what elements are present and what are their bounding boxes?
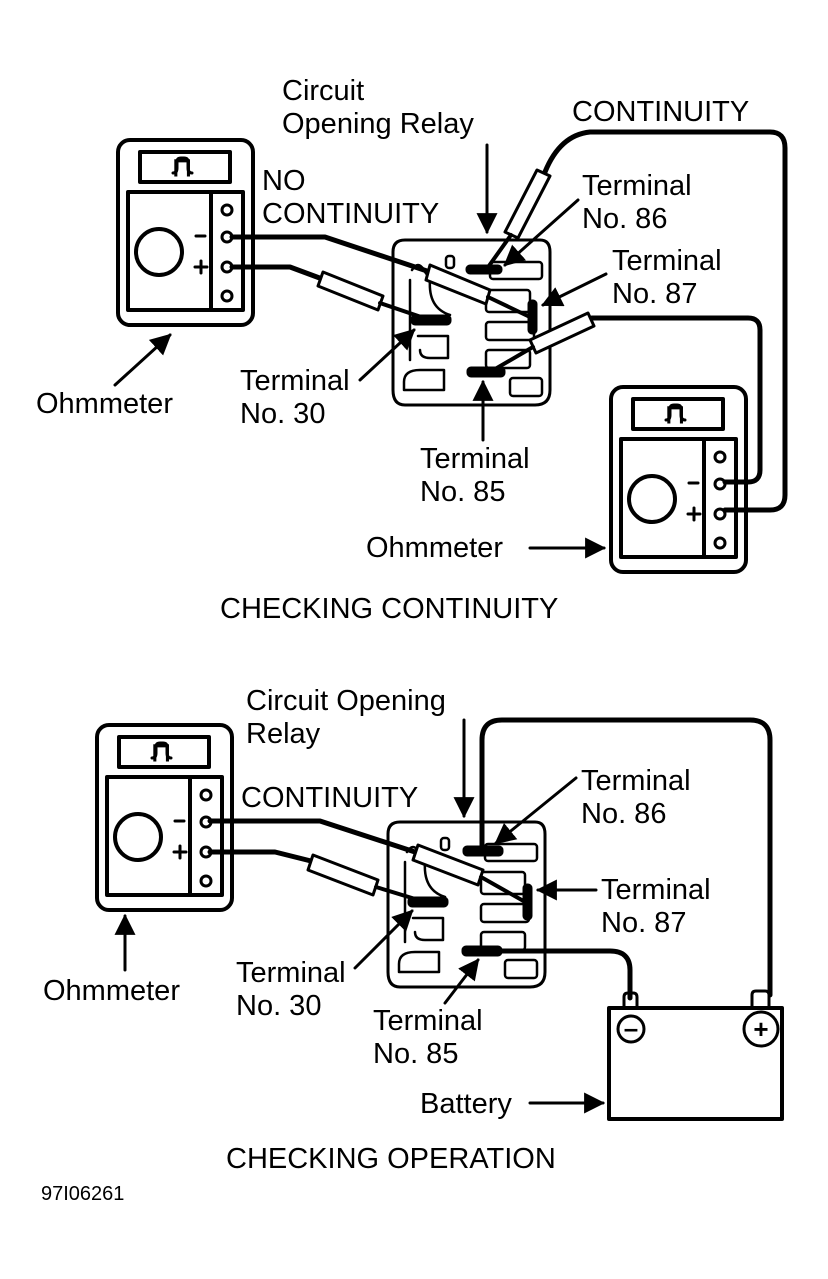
terminal-87-line1: Terminal: [612, 245, 722, 277]
terminal-30-line1: Terminal: [240, 365, 350, 397]
probe-body: [424, 263, 492, 306]
no-continuity-line1: NO: [262, 165, 306, 197]
ohmmeter-right: ⊓: [609, 385, 748, 574]
wire-left-pos: [229, 264, 328, 283]
bottom-panel: ⊓ – + Circuit Opening: [43, 685, 784, 1175]
continuity-label: CONTINUITY: [241, 782, 418, 814]
no-continuity-line2: CONTINUITY: [262, 198, 439, 230]
probe-body: [503, 168, 552, 240]
battery-positive-post: [750, 989, 771, 1010]
battery: – +: [607, 989, 784, 1121]
wire-right-neg: [589, 315, 763, 485]
ohmmeter-left-label: Ohmmeter: [36, 388, 173, 420]
relay-label-line1: Circuit Opening: [246, 685, 446, 717]
relay-label-line2: Relay: [246, 718, 321, 750]
caption-checking-operation: CHECKING OPERATION: [226, 1143, 556, 1175]
battery-positive-terminal: [742, 1010, 780, 1048]
relay-bottom: [386, 820, 547, 989]
top-panel: ⊓ ⊓ Circuit: [36, 75, 788, 625]
battery-negative-symbol: –: [624, 1013, 638, 1043]
terminal-86-line2: No. 86: [581, 798, 666, 830]
relay-top: [391, 238, 552, 407]
probe-body: [411, 843, 485, 887]
relay-label-line1: Circuit: [282, 75, 364, 107]
terminal-87-arrow: [541, 272, 608, 307]
wire-continuity-loop: [542, 129, 788, 513]
terminal-86-arrow: [503, 198, 580, 267]
relay-label-line2: Opening Relay: [282, 108, 474, 140]
battery-label: Battery: [420, 1088, 512, 1120]
caption-checking-continuity: CHECKING CONTINUITY: [220, 593, 558, 625]
probe-tip: [374, 885, 427, 904]
terminal-85-arrow: [443, 958, 480, 1005]
wire-battery-negative: [497, 948, 633, 1001]
terminal-30-line2: No. 30: [236, 990, 321, 1022]
terminal-87-line2: No. 87: [612, 278, 697, 310]
ohmmeter-bottom: ⊓: [95, 723, 234, 912]
terminal-87-line2: No. 87: [601, 907, 686, 939]
probe-tip: [479, 875, 529, 905]
probe-tip: [486, 295, 534, 320]
continuity-label: CONTINUITY: [572, 96, 749, 128]
ohmmeter-left-arrow: [113, 333, 172, 387]
terminal-30-line1: Terminal: [236, 957, 346, 989]
terminal-85-line1: Terminal: [373, 1005, 483, 1037]
battery-negative-post: [622, 991, 639, 1010]
probe-tip: [484, 233, 513, 272]
terminal-30-arrow: [353, 909, 414, 970]
probe-body: [528, 311, 596, 355]
display-symbol: ⊓: [151, 737, 171, 767]
terminal-85-line2: No. 85: [373, 1038, 458, 1070]
terminal-86-pin: [465, 264, 503, 275]
wire-left-neg: [229, 234, 433, 275]
battery-positive-symbol: +: [753, 1014, 768, 1044]
wire-battery-positive: [479, 717, 773, 998]
terminal-86-line2: No. 86: [582, 203, 667, 235]
battery-case: [607, 1006, 784, 1121]
terminal-87-line1: Terminal: [601, 874, 711, 906]
figure-code: 97I06261: [41, 1183, 124, 1205]
probe-tip: [488, 345, 535, 374]
terminal-85-line1: Terminal: [420, 443, 530, 475]
terminal-85-pin: [461, 945, 503, 957]
terminal-86-line1: Terminal: [581, 765, 691, 797]
terminal-86-arrow: [494, 776, 578, 845]
display-symbol: ⊓: [665, 399, 685, 429]
probe-body: [316, 270, 385, 312]
terminal-30-line2: No. 30: [240, 398, 325, 430]
probe-tip: [378, 301, 432, 322]
ohmmeter-left: ⊓: [116, 138, 255, 327]
ohmmeter-right-label: Ohmmeter: [366, 532, 503, 564]
battery-negative-terminal: [616, 1014, 646, 1044]
display-symbol: ⊓: [172, 152, 192, 182]
terminal-30-arrow: [358, 328, 416, 382]
terminal-85-line2: No. 85: [420, 476, 505, 508]
terminal-86-line1: Terminal: [582, 170, 692, 202]
probe-body: [306, 853, 380, 897]
ohmmeter-label: Ohmmeter: [43, 975, 180, 1007]
wire-bottom-pos: [207, 849, 318, 865]
wire-bottom-neg: [207, 818, 418, 855]
